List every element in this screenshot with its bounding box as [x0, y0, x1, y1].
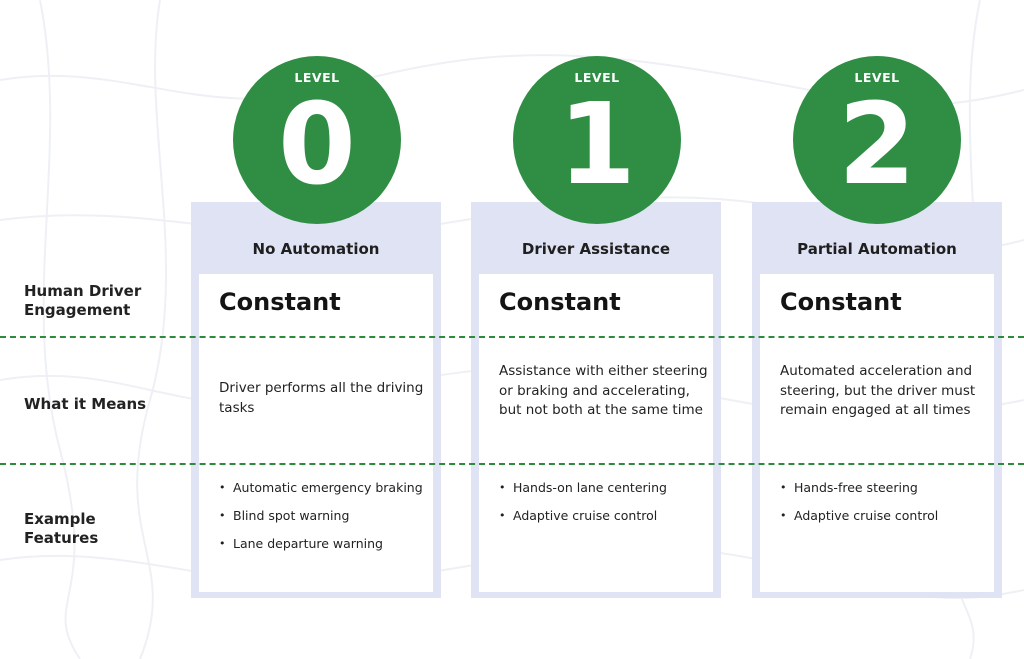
level-label: LEVEL — [854, 70, 900, 85]
row-label-meaning: What it Means — [24, 395, 147, 413]
meaning-text: Assistance with either steering or braki… — [499, 363, 708, 418]
row-divider — [0, 463, 1024, 465]
level-1-badge: LEVEL 1 — [513, 56, 681, 224]
features-list: Hands-free steering Adaptive cruise cont… — [780, 480, 994, 536]
feature-item: Hands-free steering — [780, 480, 994, 495]
feature-item: Hands-on lane centering — [499, 480, 713, 495]
meaning-text: Driver performs all the driving tasks — [219, 380, 424, 416]
level-1-column: Driver Assistance Constant Assistance wi… — [471, 202, 721, 598]
engagement-value: Constant — [780, 288, 902, 316]
level-0-badge: LEVEL 0 — [233, 56, 401, 224]
feature-item: Automatic emergency braking — [219, 480, 433, 495]
level-number: 1 — [558, 80, 636, 210]
level-title: Partial Automation — [797, 240, 957, 258]
row-label-engagement: Human Driver Engagement — [24, 282, 142, 319]
column-card — [479, 274, 713, 592]
features-list: Automatic emergency braking Blind spot w… — [219, 480, 433, 564]
feature-item: Adaptive cruise control — [499, 508, 713, 523]
feature-item: Blind spot warning — [219, 508, 433, 523]
feature-item: Lane departure warning — [219, 536, 433, 551]
engagement-value: Constant — [499, 288, 621, 316]
column-card — [760, 274, 994, 592]
meaning-text: Automated acceleration and steering, but… — [780, 363, 976, 418]
engagement-value: Constant — [219, 288, 341, 316]
row-divider — [0, 336, 1024, 338]
level-label: LEVEL — [294, 70, 340, 85]
feature-item: Adaptive cruise control — [780, 508, 994, 523]
level-2-badge: LEVEL 2 — [793, 56, 961, 224]
features-list: Hands-on lane centering Adaptive cruise … — [499, 480, 713, 536]
level-0-column: No Automation Constant Driver performs a… — [191, 202, 441, 598]
row-label-features: Example Features — [24, 510, 99, 547]
level-number: 0 — [278, 80, 356, 210]
level-2-column: Partial Automation Constant Automated ac… — [752, 202, 1002, 598]
level-label: LEVEL — [574, 70, 620, 85]
level-number: 2 — [838, 80, 916, 210]
level-title: Driver Assistance — [521, 240, 671, 258]
level-title: No Automation — [252, 240, 380, 258]
